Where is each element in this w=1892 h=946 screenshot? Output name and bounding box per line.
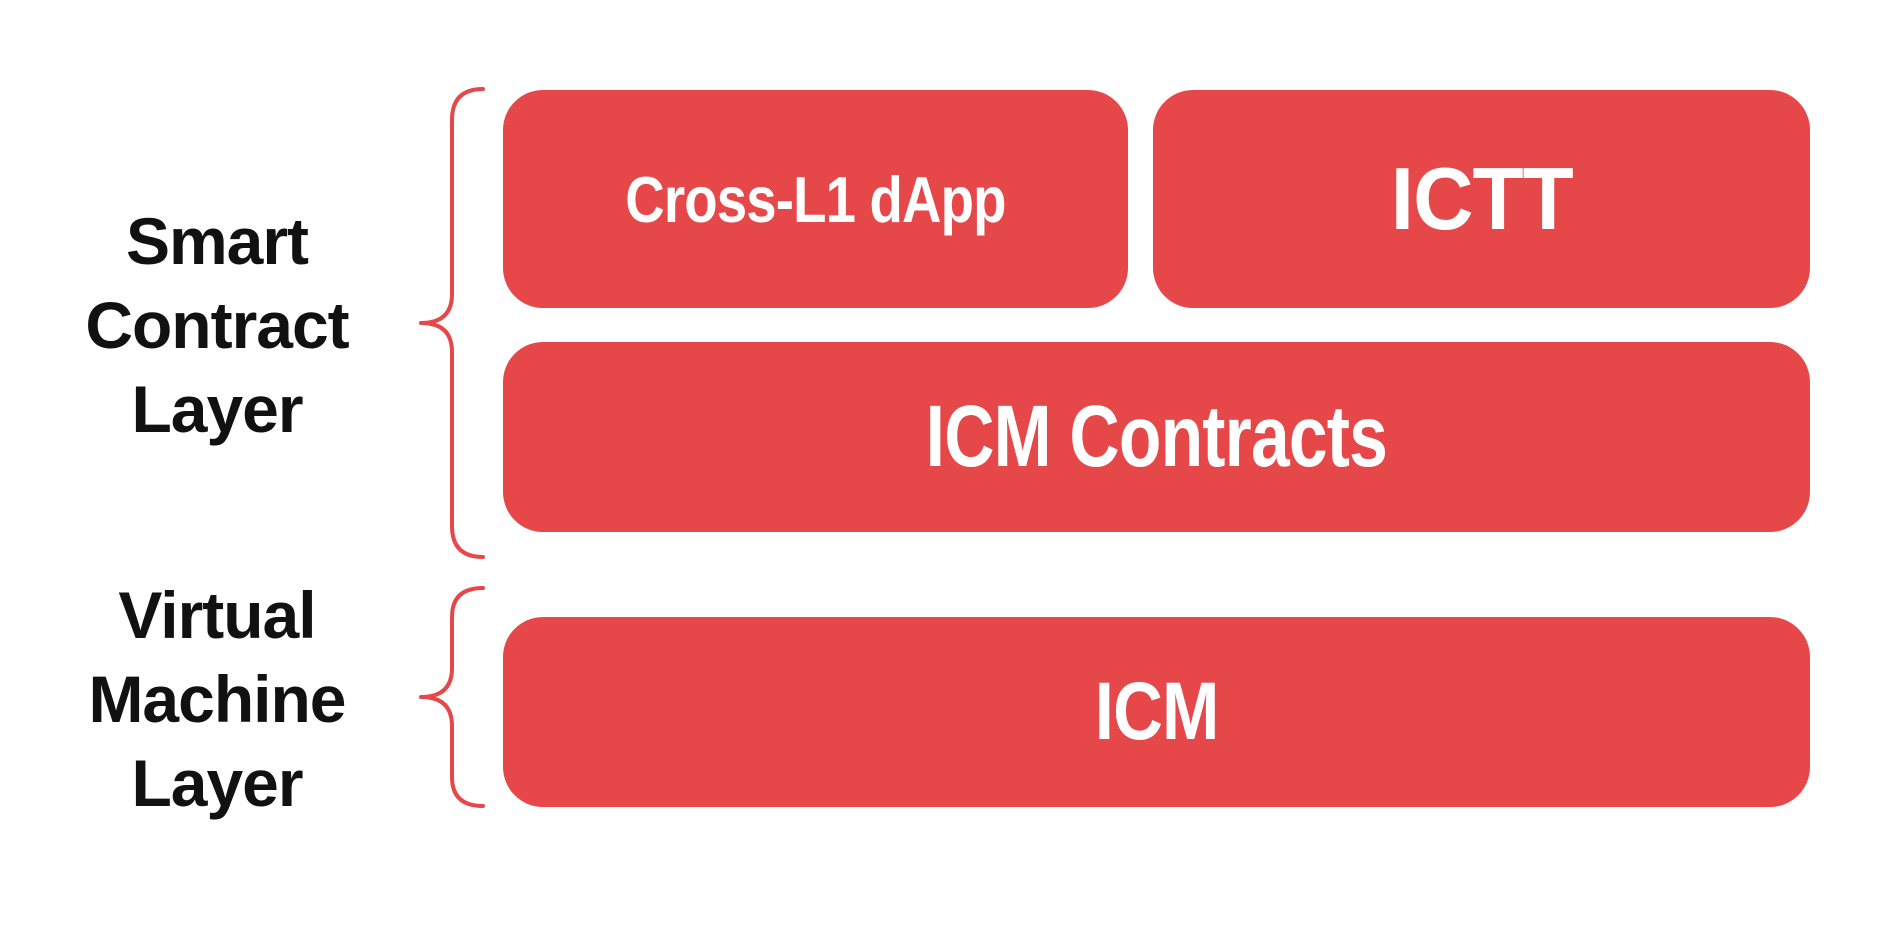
smart-contract-layer-label-line1: Smart (125, 204, 309, 278)
icm-box: ICM (503, 617, 1810, 807)
icm-contracts-box-label: ICM Contracts (925, 388, 1388, 485)
smart-contract-layer-label-line3: Layer (131, 372, 303, 446)
cross-l1-dapp-box: Cross-L1 dApp (503, 90, 1128, 308)
smart-contract-layer-label: Smart Contract Layer (0, 199, 467, 451)
virtual-machine-layer-label-line1: Virtual (118, 578, 316, 652)
ictt-box: ICTT (1153, 90, 1810, 308)
cross-l1-dapp-box-label: Cross-L1 dApp (625, 162, 1006, 236)
virtual-machine-layer-label-line2: Machine (88, 662, 346, 736)
smart-contract-layer-label-line2: Contract (85, 288, 349, 362)
icm-box-label: ICM (1094, 666, 1220, 757)
virtual-machine-layer-label-line3: Layer (131, 746, 303, 820)
ictt-box-label: ICTT (1390, 149, 1574, 248)
icm-contracts-box: ICM Contracts (503, 342, 1810, 532)
virtual-machine-layer-label: Virtual Machine Layer (0, 573, 467, 825)
